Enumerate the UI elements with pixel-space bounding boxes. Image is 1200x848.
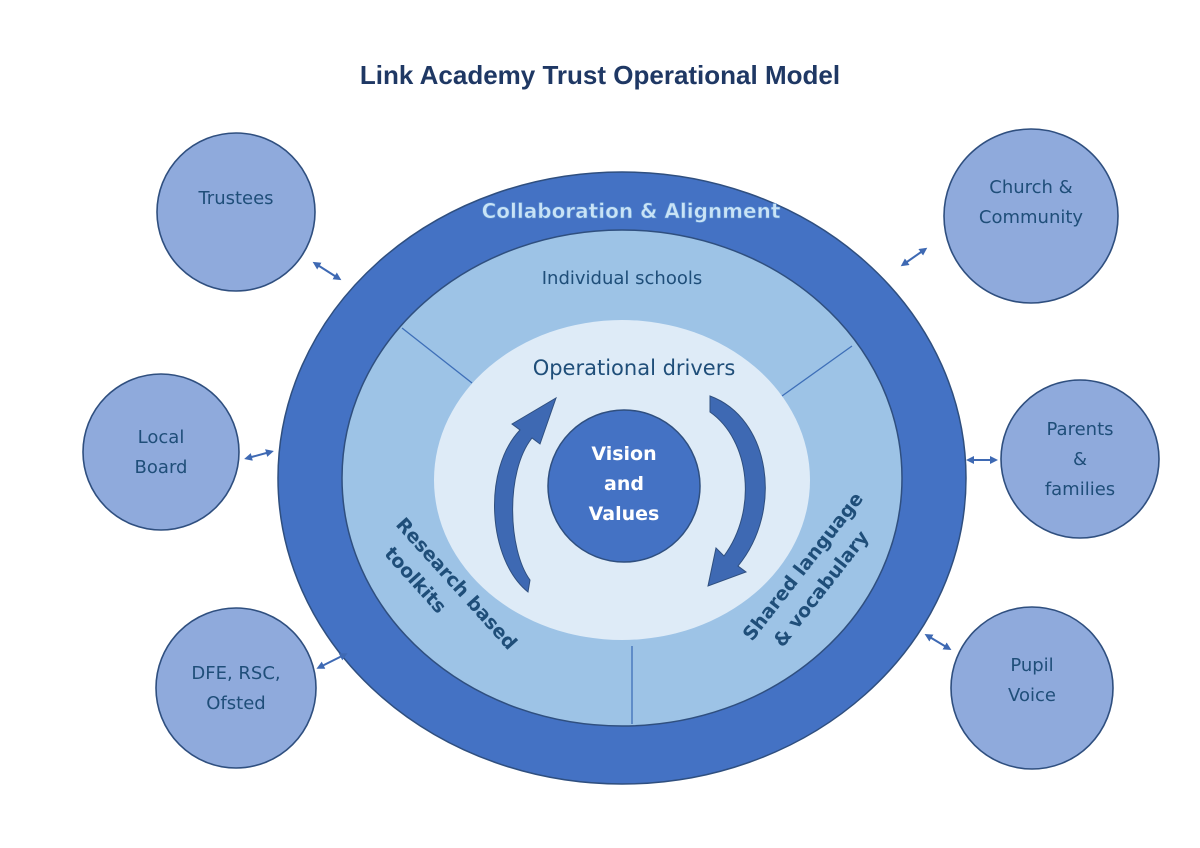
stakeholder-label: Board [135,457,188,478]
double-headed-arrow-icon [316,653,348,669]
stakeholder-label: Parents [1047,419,1114,440]
stakeholder-trustees: Trustees [156,132,316,292]
stakeholder-circle [155,607,317,769]
outer-ring-label: Collaboration & Alignment [482,199,781,223]
segment-divider [781,345,853,397]
stakeholder-circle [82,373,240,531]
inner-ring-label: Operational drivers [533,356,736,380]
stakeholder-label: families [1045,479,1115,500]
double-headed-arrow-icon [244,449,274,461]
stakeholder-parents-families: Parents & families [1000,379,1160,539]
stakeholder-label: Church & [989,177,1072,198]
cycle-arrow-up-icon [494,396,557,593]
stakeholder-label: & [1073,449,1087,470]
stakeholder-circle [943,128,1119,304]
stakeholder-church-community: Church & Community [943,128,1119,304]
stakeholder-label: Trustees [197,188,273,209]
stakeholder-label: DFE, RSC, [191,663,280,684]
stakeholder-label: Local [138,427,185,448]
double-headed-arrow-icon [900,247,928,267]
double-headed-arrow-icon [312,261,342,281]
core-label-line3: Values [589,503,660,525]
core-label-line1: Vision [591,443,656,465]
core-label-line2: and [604,473,644,495]
stakeholder-circle [156,132,316,292]
diagram-title: Link Academy Trust Operational Model [359,60,841,90]
stakeholder-label: Ofsted [206,693,265,714]
stakeholder-dfe-rsc-ofsted: DFE, RSC, Ofsted [155,607,317,769]
stakeholder-circle [950,606,1114,770]
connector-arrows [244,247,998,669]
stakeholder-label: Community [979,207,1084,228]
double-headed-arrow-icon [924,633,952,651]
core-vision-values [547,409,701,563]
stakeholder-label: Pupil [1010,655,1053,676]
stakeholder-circle [1000,379,1160,539]
cycle-arrow-down-icon [707,395,766,587]
segment-divider [401,327,473,384]
segment-label-individual-schools: Individual schools [542,268,702,289]
stakeholder-label: Voice [1008,685,1056,706]
